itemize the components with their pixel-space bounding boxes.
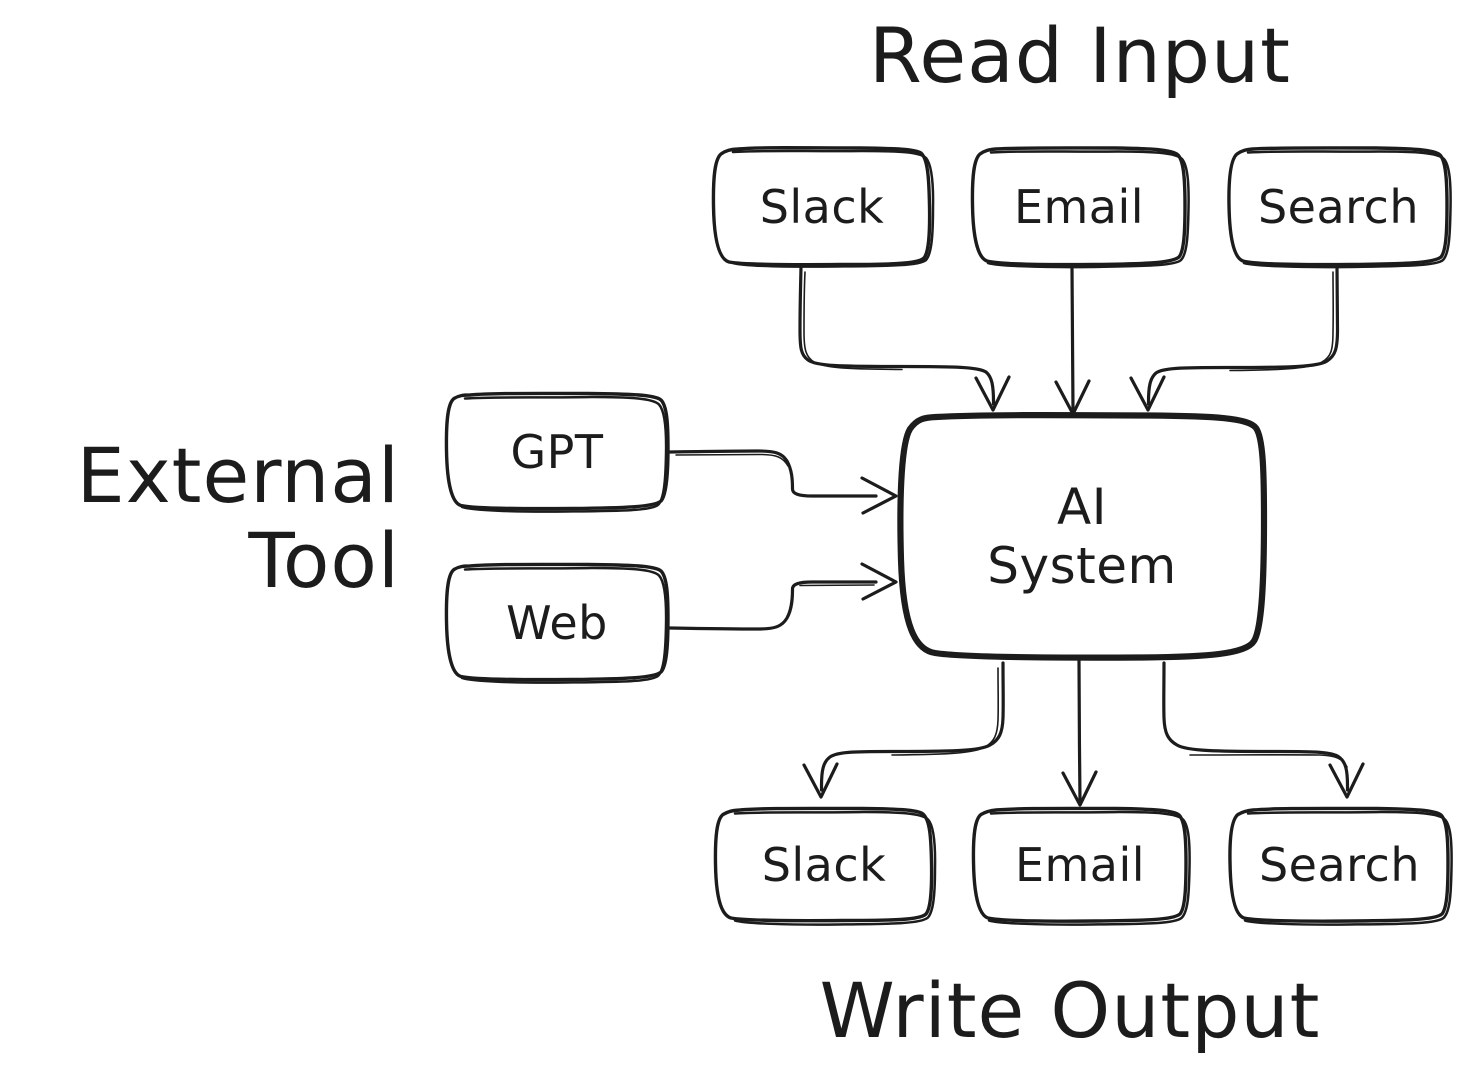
- node-shape-input-email: [970, 146, 1190, 269]
- edge-ai-system-to-search: [1162, 661, 1365, 799]
- node-tool-web[interactable]: [446, 564, 668, 681]
- node-input-slack[interactable]: [713, 148, 931, 266]
- node-shape-output-slack: [713, 806, 937, 926]
- node-input-search[interactable]: [1229, 148, 1448, 266]
- node-shape-input-search: [1227, 146, 1452, 269]
- edge-gpt-to-ai-system: [668, 449, 898, 515]
- node-shape-tool-gpt: [444, 391, 670, 513]
- node-shape-ai-system: [897, 411, 1268, 661]
- node-shape-input-slack: [711, 146, 935, 268]
- node-input-email[interactable]: [972, 148, 1186, 266]
- edge-email-to-ai-system: [1054, 266, 1091, 416]
- node-output-search[interactable]: [1230, 808, 1449, 922]
- node-ai-system[interactable]: [900, 415, 1264, 658]
- node-shape-output-email: [971, 806, 1191, 926]
- edge-ai-system-to-slack: [802, 661, 1005, 799]
- edge-ai-system-to-email: [1061, 659, 1098, 807]
- node-shape-output-search: [1228, 806, 1453, 926]
- edge-slack-to-ai-system: [798, 265, 1011, 412]
- node-shape-tool-web: [444, 562, 670, 684]
- edge-search-to-ai-system: [1129, 265, 1340, 412]
- node-output-slack[interactable]: [715, 808, 933, 922]
- node-tool-gpt[interactable]: [446, 393, 668, 510]
- node-output-email[interactable]: [973, 808, 1187, 922]
- edge-web-to-ai-system: [668, 562, 898, 631]
